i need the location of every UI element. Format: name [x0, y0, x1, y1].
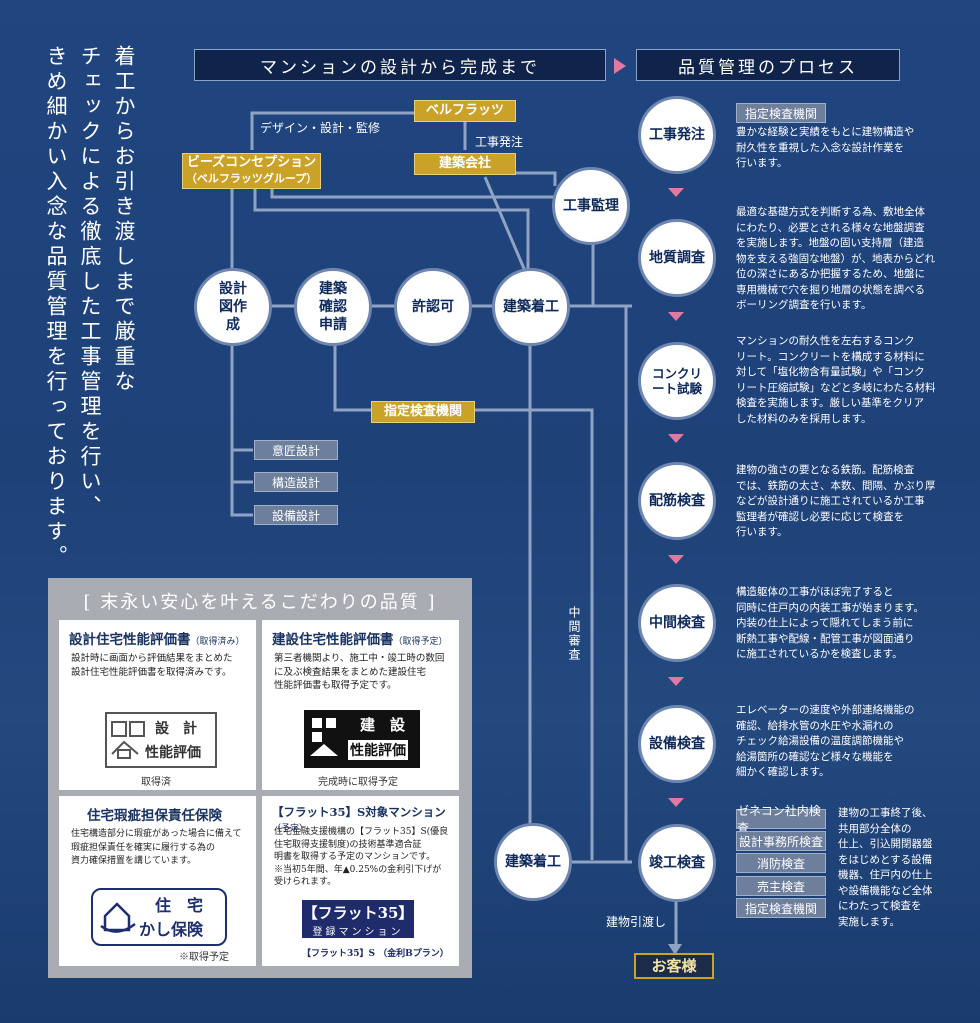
logo-3-bottom: かし保険	[139, 920, 204, 939]
bellflats-box: ベルフラッツ	[414, 100, 516, 122]
process-4-desc: 建物の強さの要となる鉄筋。配筋検査では、鉄筋の太さ、本数、間隔、かぶり厚などが設…	[736, 464, 936, 538]
bcon-line1: ビーズコンセプション	[186, 155, 317, 170]
construction-eval-logo: 建 設 性能評価	[304, 710, 420, 768]
process-6-circle: 設備検査	[638, 705, 716, 783]
order-label: 工事発注	[475, 135, 524, 149]
logo-2-bottom: 性能評価	[348, 740, 408, 760]
process-7-tag-1: ゼネコン社内検査	[736, 804, 826, 835]
design-eval-logo: 設 計 性能評価	[105, 712, 217, 768]
intro-line-2: チェックによる徹底した工事管理を行い、	[78, 45, 102, 520]
process-2-circle: 地質調査	[638, 219, 716, 297]
panel-4-title: 【フラット35】S対象マンション（予定）	[272, 805, 446, 834]
panel-4-text: 住宅金融支援機構の【フラット35】S(優良住宅取得支援制度)の技術基準適合証明書…	[274, 827, 449, 887]
mid-inspect-label: 中間審査	[567, 606, 581, 662]
process-7-tag-2: 設計事務所検査	[736, 831, 826, 851]
customer-box: お客様	[634, 953, 714, 979]
intro-line-1: 着工からお引き渡しまで厳重な	[112, 45, 136, 395]
logo-2-top: 建 設	[360, 716, 406, 734]
panel-2-title: 建設住宅性能評価書（取得予定）	[272, 632, 448, 648]
panel-2-caption: 完成時に取得予定	[318, 777, 398, 788]
house-shield-icon	[100, 902, 136, 933]
logo-4-bottom: 登録マンション	[312, 927, 404, 938]
quality-panel-2: 建設住宅性能評価書（取得予定） 第三者機関より、施工中・竣工時の数回に及ぶ検査結…	[262, 620, 459, 790]
quality-section: [ 末永い安心を叶えるこだわりの品質 ] 設計住宅性能評価書（取得済み） 設計時…	[48, 578, 472, 978]
process-7-tag-4: 売主検査	[736, 876, 826, 896]
builder-box: 建築会社	[414, 153, 516, 175]
panel-4-caption: 【フラット35】S （金利Bプラン）	[302, 949, 449, 959]
design-label: デザイン・設計・監修	[260, 121, 381, 135]
panel-2-text: 第三者機関より、施工中・竣工時の数回に及ぶ検査結果をまとめた建設住宅性能評価書も…	[274, 653, 445, 691]
node-start: 建築着工	[492, 268, 570, 346]
bcon-box: ビーズコンセプション （ベルフラッツグループ）	[182, 153, 321, 189]
quality-panel-1: 設計住宅性能評価書（取得済み） 設計時に画面から評価結果をまとめた設計住宅性能評…	[59, 620, 256, 790]
process-7-tag-3: 消防検査	[736, 853, 826, 873]
design-draw-label: 設計図作成	[219, 281, 247, 333]
kashi-hoken-logo: 住 宅 かし保険	[91, 888, 227, 946]
node-start-bottom: 建築着工	[494, 823, 572, 901]
process-4-circle: 配筋検査	[638, 462, 716, 540]
process-7-desc: 建物の工事終了後、共用部分全体の仕上、引込開閉器盤をはじめとする設備機器、住戸内…	[838, 807, 933, 928]
logo-1-bottom: 性能評価	[145, 745, 201, 761]
panel-1-caption: 取得済	[141, 777, 171, 788]
process-1-tag: 指定検査機関	[736, 103, 826, 123]
apply-label: 建築確認申請	[319, 281, 347, 333]
panel-3-caption: ※取得予定	[179, 952, 229, 963]
node-supervision: 工事監理	[552, 167, 630, 245]
header-left: マンションの設計から完成まで	[194, 49, 606, 81]
house-icon	[111, 721, 145, 759]
process-5-desc: 構造躯体の工事がほぼ完了すると同時に住戸内の内装工事が始まります。内装の仕上によ…	[736, 586, 924, 660]
process-5-circle: 中間検査	[638, 584, 716, 662]
process-3-circle: コンクリート試験	[638, 342, 716, 420]
panel-1-title: 設計住宅性能評価書（取得済み）	[69, 632, 245, 648]
process-1-circle: 工事発注	[638, 96, 716, 174]
panel-1-text: 設計時に画面から評価結果をまとめた設計住宅性能評価書を取得済みです。	[71, 653, 233, 678]
process-1-desc: 豊かな経験と実績をもとに建物構造や耐久性を重視した入念な設計作業を行います。	[736, 126, 915, 169]
process-6-desc: エレベーターの速度や外部連絡機能の確認、給排水管の水圧や水漏れのチェック給湯設備…	[736, 704, 915, 778]
handover-label: 建物引渡し	[606, 915, 667, 929]
bcon-line2: （ベルフラッツグループ）	[185, 172, 318, 185]
logo-1-top: 設 計	[155, 721, 197, 737]
logo-4-top: 【フラット35】	[302, 904, 414, 922]
node-apply: 建築確認申請	[294, 268, 372, 346]
sub-design-2: 構造設計	[254, 472, 338, 492]
arrow-down-icon	[668, 434, 684, 443]
arrow-down-icon	[668, 312, 684, 321]
header-right: 品質管理のプロセス	[636, 49, 900, 81]
process-3-label: コンクリート試験	[651, 366, 702, 396]
flat35-logo: 【フラット35】 登録マンション	[302, 900, 414, 938]
arrow-down-icon	[668, 555, 684, 564]
node-design-draw: 設計図作成	[194, 268, 272, 346]
logo-3-top: 住 宅	[155, 896, 204, 915]
building-icon	[310, 718, 338, 756]
process-2-desc: 最適な基礎方式を判断する為、敷地全体にわたり、必要とされる様々な地盤調査を実施し…	[736, 206, 935, 311]
quality-panel-4: 【フラット35】S対象マンション（予定） 住宅金融支援機構の【フラット35】S(…	[262, 796, 459, 966]
arrow-down-icon	[668, 188, 684, 197]
sub-design-3: 設備設計	[254, 505, 338, 525]
arrow-down-icon	[668, 798, 684, 807]
quality-panel-3: 住宅瑕疵担保責任保険 住宅構造部分に瑕疵があった場合に備えて瑕疵担保責任を確実に…	[59, 796, 256, 966]
process-3-desc: マンションの耐久性を左右するコンクリート。コンクリートを構成する材料に対して「塩…	[736, 335, 936, 425]
process-7-tag-5: 指定検査機関	[736, 898, 826, 918]
node-permit: 許認可	[394, 268, 472, 346]
arrow-down-icon	[668, 677, 684, 686]
quality-title: [ 末永い安心を叶えるこだわりの品質 ]	[83, 592, 437, 613]
agency-box: 指定検査機関	[371, 401, 475, 423]
panel-3-text: 住宅構造部分に瑕疵があった場合に備えて瑕疵担保責任を確実に履行する為の資力確保措…	[71, 829, 242, 866]
process-7-circle: 竣工検査	[638, 824, 716, 902]
panel-3-title: 住宅瑕疵担保責任保険	[87, 808, 222, 824]
sub-design-1: 意匠設計	[254, 440, 338, 460]
intro-line-3: きめ細かい入念な品質管理を行っております。	[44, 45, 68, 570]
